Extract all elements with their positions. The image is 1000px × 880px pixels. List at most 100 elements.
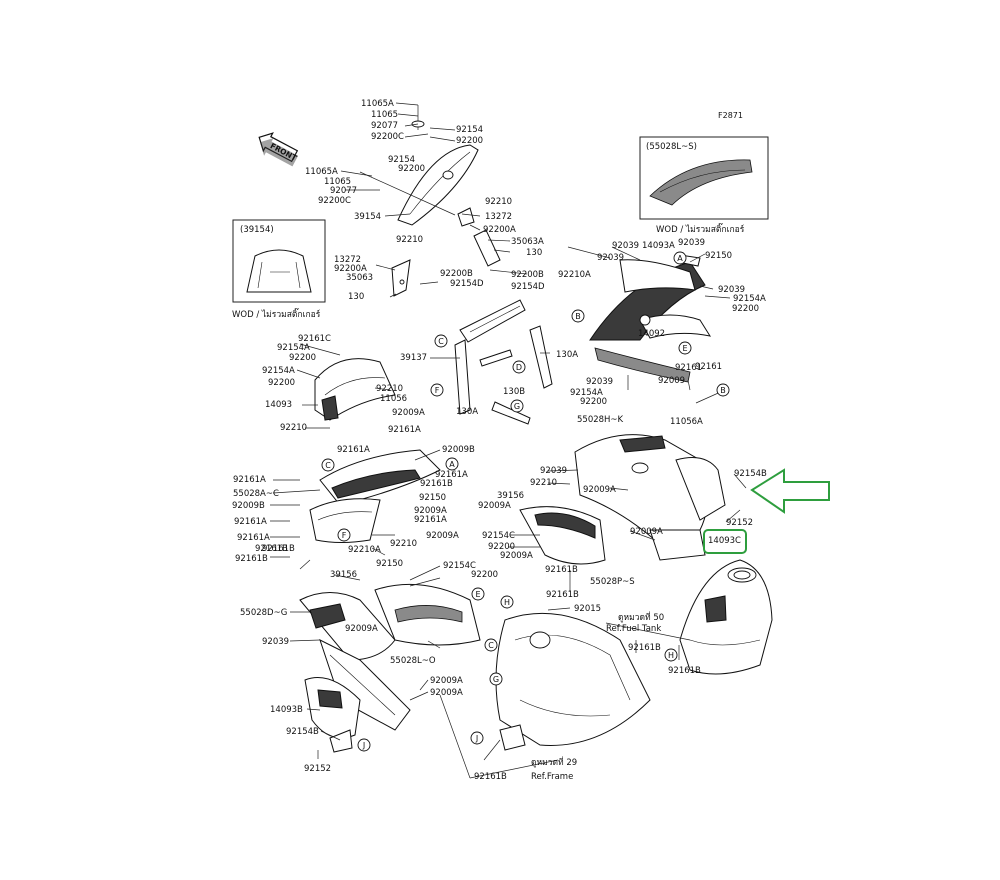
callout-circles: A B C D E F G B C A F E H C G H J J [321,251,730,752]
svg-text:A: A [449,460,455,469]
part-label: 92154A [733,294,766,304]
part-label: 11065A [305,167,338,177]
part-label: 92152 [726,518,753,528]
part-label: 92200 [268,378,295,388]
part-label: 92152 [304,764,331,774]
part-label: 92154A [262,366,295,376]
part-label: 92009A [414,506,447,516]
stay-bracket [454,299,553,425]
part-label: 92200B [511,270,544,280]
svg-text:A: A [677,254,683,263]
lower-cover [304,677,361,753]
fuel-tank-note: ดูหมวดที่ 50 Ref.Fuel Tank [606,611,664,634]
part-label: 11065A [361,99,394,109]
part-label: 92009B [442,445,475,455]
part-label: 92210 [485,197,512,207]
part-label: 92200 [471,570,498,580]
part-label: 92154C [482,531,515,541]
part-label: 92200 [732,304,759,314]
fuel-tank-ref: Ref.Fuel Tank [606,624,661,634]
part-label: 92009B [232,501,265,511]
part-label: 92210 [396,235,423,245]
part-label: 92210A [348,545,381,555]
part-label: 92154A [570,388,603,398]
svg-text:G: G [493,675,499,684]
part-label: 92210 [376,384,403,394]
svg-text:G: G [514,402,520,411]
part-label: 92200C [318,196,351,206]
part-label: 92009A [430,688,463,698]
part-label: 92161B [235,554,268,564]
callout-a2-icon: A [445,457,459,471]
part-label: 92009A [478,501,511,511]
inset-part-number: (55028L~S) [646,142,697,152]
part-label: 92039 [262,637,289,647]
part-label: 92039 [597,253,624,263]
part-label: 92200 [488,542,515,552]
part-label: 92161A [388,425,421,435]
callout-g-icon: G [510,399,524,413]
part-label: 92154 [388,155,415,165]
part-label: 14092 [638,329,665,339]
highlight-arrow-icon [750,468,830,514]
part-label: 55028H~K [577,415,624,425]
part-label: 92200A [483,225,516,235]
part-label: 35063 [346,273,373,283]
callout-c2-icon: C [321,458,335,472]
callout-b2-icon: B [716,383,730,397]
part-label: 92161B [262,544,295,554]
part-label: 11056 [380,394,407,404]
part-label: 92039 [586,377,613,387]
part-label: 92210A [558,270,591,280]
callout-b-icon: B [571,309,585,323]
svg-text:E: E [682,344,687,353]
highlighted-part-label: 14093C [708,536,741,546]
part-label: 92154D [450,279,484,289]
part-label: 92009A [630,527,663,537]
left-middle-cowl [309,449,441,543]
part-label: 92009A [583,485,616,495]
svg-text:J: J [362,741,365,750]
part-label: 92161A [414,515,447,525]
svg-text:C: C [325,461,331,470]
part-label: 14093B [270,705,303,715]
part-label: 39137 [400,353,427,363]
part-label: 92154B [286,727,319,737]
windscreen-illustration [246,249,312,293]
callout-e-icon: E [678,341,692,355]
part-label: 92150 [376,559,403,569]
svg-text:F: F [342,531,347,540]
part-label: 92009 [658,376,685,386]
part-label: 92161B [546,590,579,600]
callout-c3-icon: C [484,638,498,652]
part-label: 92077 [330,186,357,196]
svg-text:H: H [668,651,674,660]
part-label: 92200B [440,269,473,279]
inset-part-number: (39154) [240,225,274,235]
part-label: 92200 [580,397,607,407]
part-label: 130 [526,248,542,258]
fuel-tank-reference [679,559,773,675]
upper-cowl-assembly [589,254,712,383]
callout-f-icon: F [430,383,444,397]
part-label: 92161A [237,533,270,543]
left-upper-inner-cover [314,358,396,421]
part-label: 130A [456,407,478,417]
inset-windscreen: (39154) WOD / ไม่รวมสติ๊กเกอร์ [232,219,326,320]
part-label: 92161C [298,334,331,344]
part-label: 130A [556,350,578,360]
part-label: 35063A [511,237,544,247]
part-label: 55028P~S [590,577,635,587]
part-label: 13272 [334,255,361,265]
part-label: 92161 [695,362,722,372]
windscreen-assembly [359,105,501,297]
part-label: 11056A [670,417,703,427]
part-label: 39156 [330,570,357,580]
part-label: 13272 [485,212,512,222]
inset-caption: WOD / ไม่รวมสติ๊กเกอร์ [232,307,321,320]
frame-thai: ดูหมวดที่ 29 [531,756,577,768]
fuel-tank-thai: ดูหมวดที่ 50 [618,611,664,623]
part-label: 92210 [390,539,417,549]
